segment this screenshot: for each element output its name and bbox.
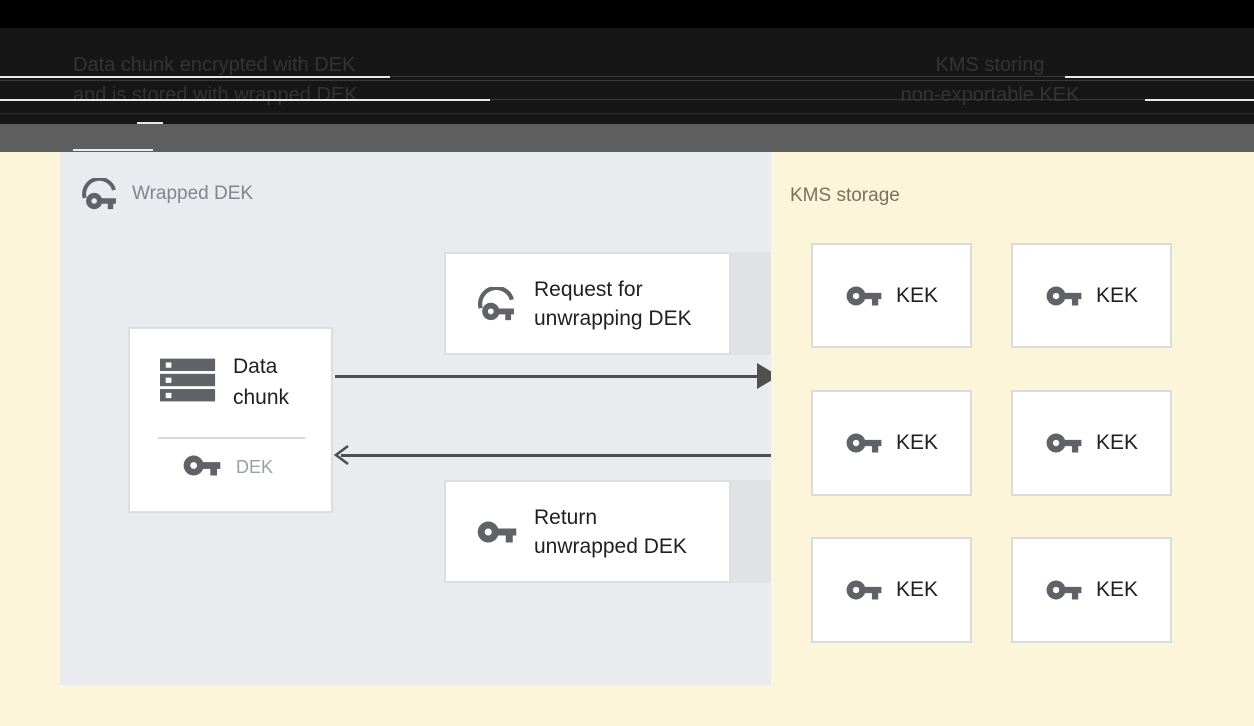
caption-data-chunk-line1: Data chunk encrypted with DEK (73, 54, 356, 76)
header-top-strip (0, 0, 1254, 28)
return-box-line1: Return (534, 505, 598, 529)
kek-label: KEK (895, 578, 939, 601)
data-chunk-title: Data chunk (233, 351, 289, 413)
wrapped-key-icon (82, 178, 116, 210)
kek-box-6: KEK (1011, 537, 1172, 643)
scanline (390, 76, 1065, 77)
caption-data-chunk-line2: and is stored with wrapped DEK (73, 84, 358, 106)
key-icon (1046, 580, 1082, 600)
kek-box-5: KEK (811, 537, 972, 643)
kms-storage-label: KMS storage (790, 185, 900, 206)
request-box-strip (731, 252, 771, 355)
wrapped-dek-label-row: Wrapped DEK (80, 178, 253, 210)
caption-kms: KMS storing non-exportable KEK (888, 50, 1092, 110)
data-chunk-title-line2: chunk (233, 386, 290, 409)
diagram-area: Wrapped DEK Data chunk (0, 152, 1254, 726)
return-box-line2: unwrapped DEK (534, 534, 687, 558)
scanline (1065, 76, 1254, 78)
kek-label: KEK (1095, 578, 1139, 601)
gray-divider-band (0, 124, 1254, 152)
caption-kms-line2: non-exportable KEK (900, 84, 1080, 106)
header-band: Data chunk encrypted with DEK and is sto… (0, 0, 1254, 124)
key-icon (846, 286, 882, 305)
key-icon (477, 521, 517, 542)
scanline (0, 80, 1254, 81)
scanline (0, 76, 390, 78)
kek-label: KEK (1095, 283, 1139, 307)
key-icon (183, 455, 221, 476)
return-arrow-line (341, 454, 771, 457)
scanline (1145, 99, 1254, 101)
wrapped-key-icon (478, 286, 514, 320)
data-chunk-divider (158, 437, 305, 439)
kek-box-2: KEK (1011, 243, 1172, 348)
server-stack-icon (160, 358, 216, 402)
request-box-line2: unwrapping DEK (534, 306, 692, 330)
kek-label: KEK (895, 431, 939, 454)
request-arrow-line (335, 375, 757, 378)
scanline (0, 113, 1254, 114)
scanline (490, 99, 1145, 100)
return-unwrapped-dek-box: Return unwrapped DEK (444, 480, 731, 583)
request-box-text: Request for unwrapping DEK (534, 275, 692, 333)
return-arrow-head-icon (333, 444, 349, 466)
dek-label: DEK (236, 457, 274, 477)
kek-label: KEK (1095, 431, 1139, 454)
scanline (73, 149, 153, 151)
scanline (0, 99, 490, 101)
key-icon (1046, 286, 1082, 305)
key-icon (1046, 433, 1082, 453)
data-chunk-title-line1: Data (233, 355, 278, 378)
wrapped-dek-label: Wrapped DEK (132, 183, 254, 204)
key-icon (846, 433, 882, 453)
request-unwrap-dek-box: Request for unwrapping DEK (444, 252, 731, 355)
kek-box-3: KEK (811, 390, 972, 496)
key-icon (846, 580, 882, 600)
request-box-line1: Request for (534, 277, 643, 301)
kek-box-1: KEK (811, 243, 972, 348)
kek-box-4: KEK (1011, 390, 1172, 496)
request-arrow-head-icon (757, 363, 771, 389)
kek-label: KEK (895, 283, 939, 307)
scanline (137, 122, 163, 124)
caption-kms-line1: KMS storing (935, 54, 1045, 76)
return-box-strip (731, 480, 771, 583)
data-chunk-box: Data chunk DEK (128, 327, 333, 513)
return-box-text: Return unwrapped DEK (534, 503, 687, 561)
